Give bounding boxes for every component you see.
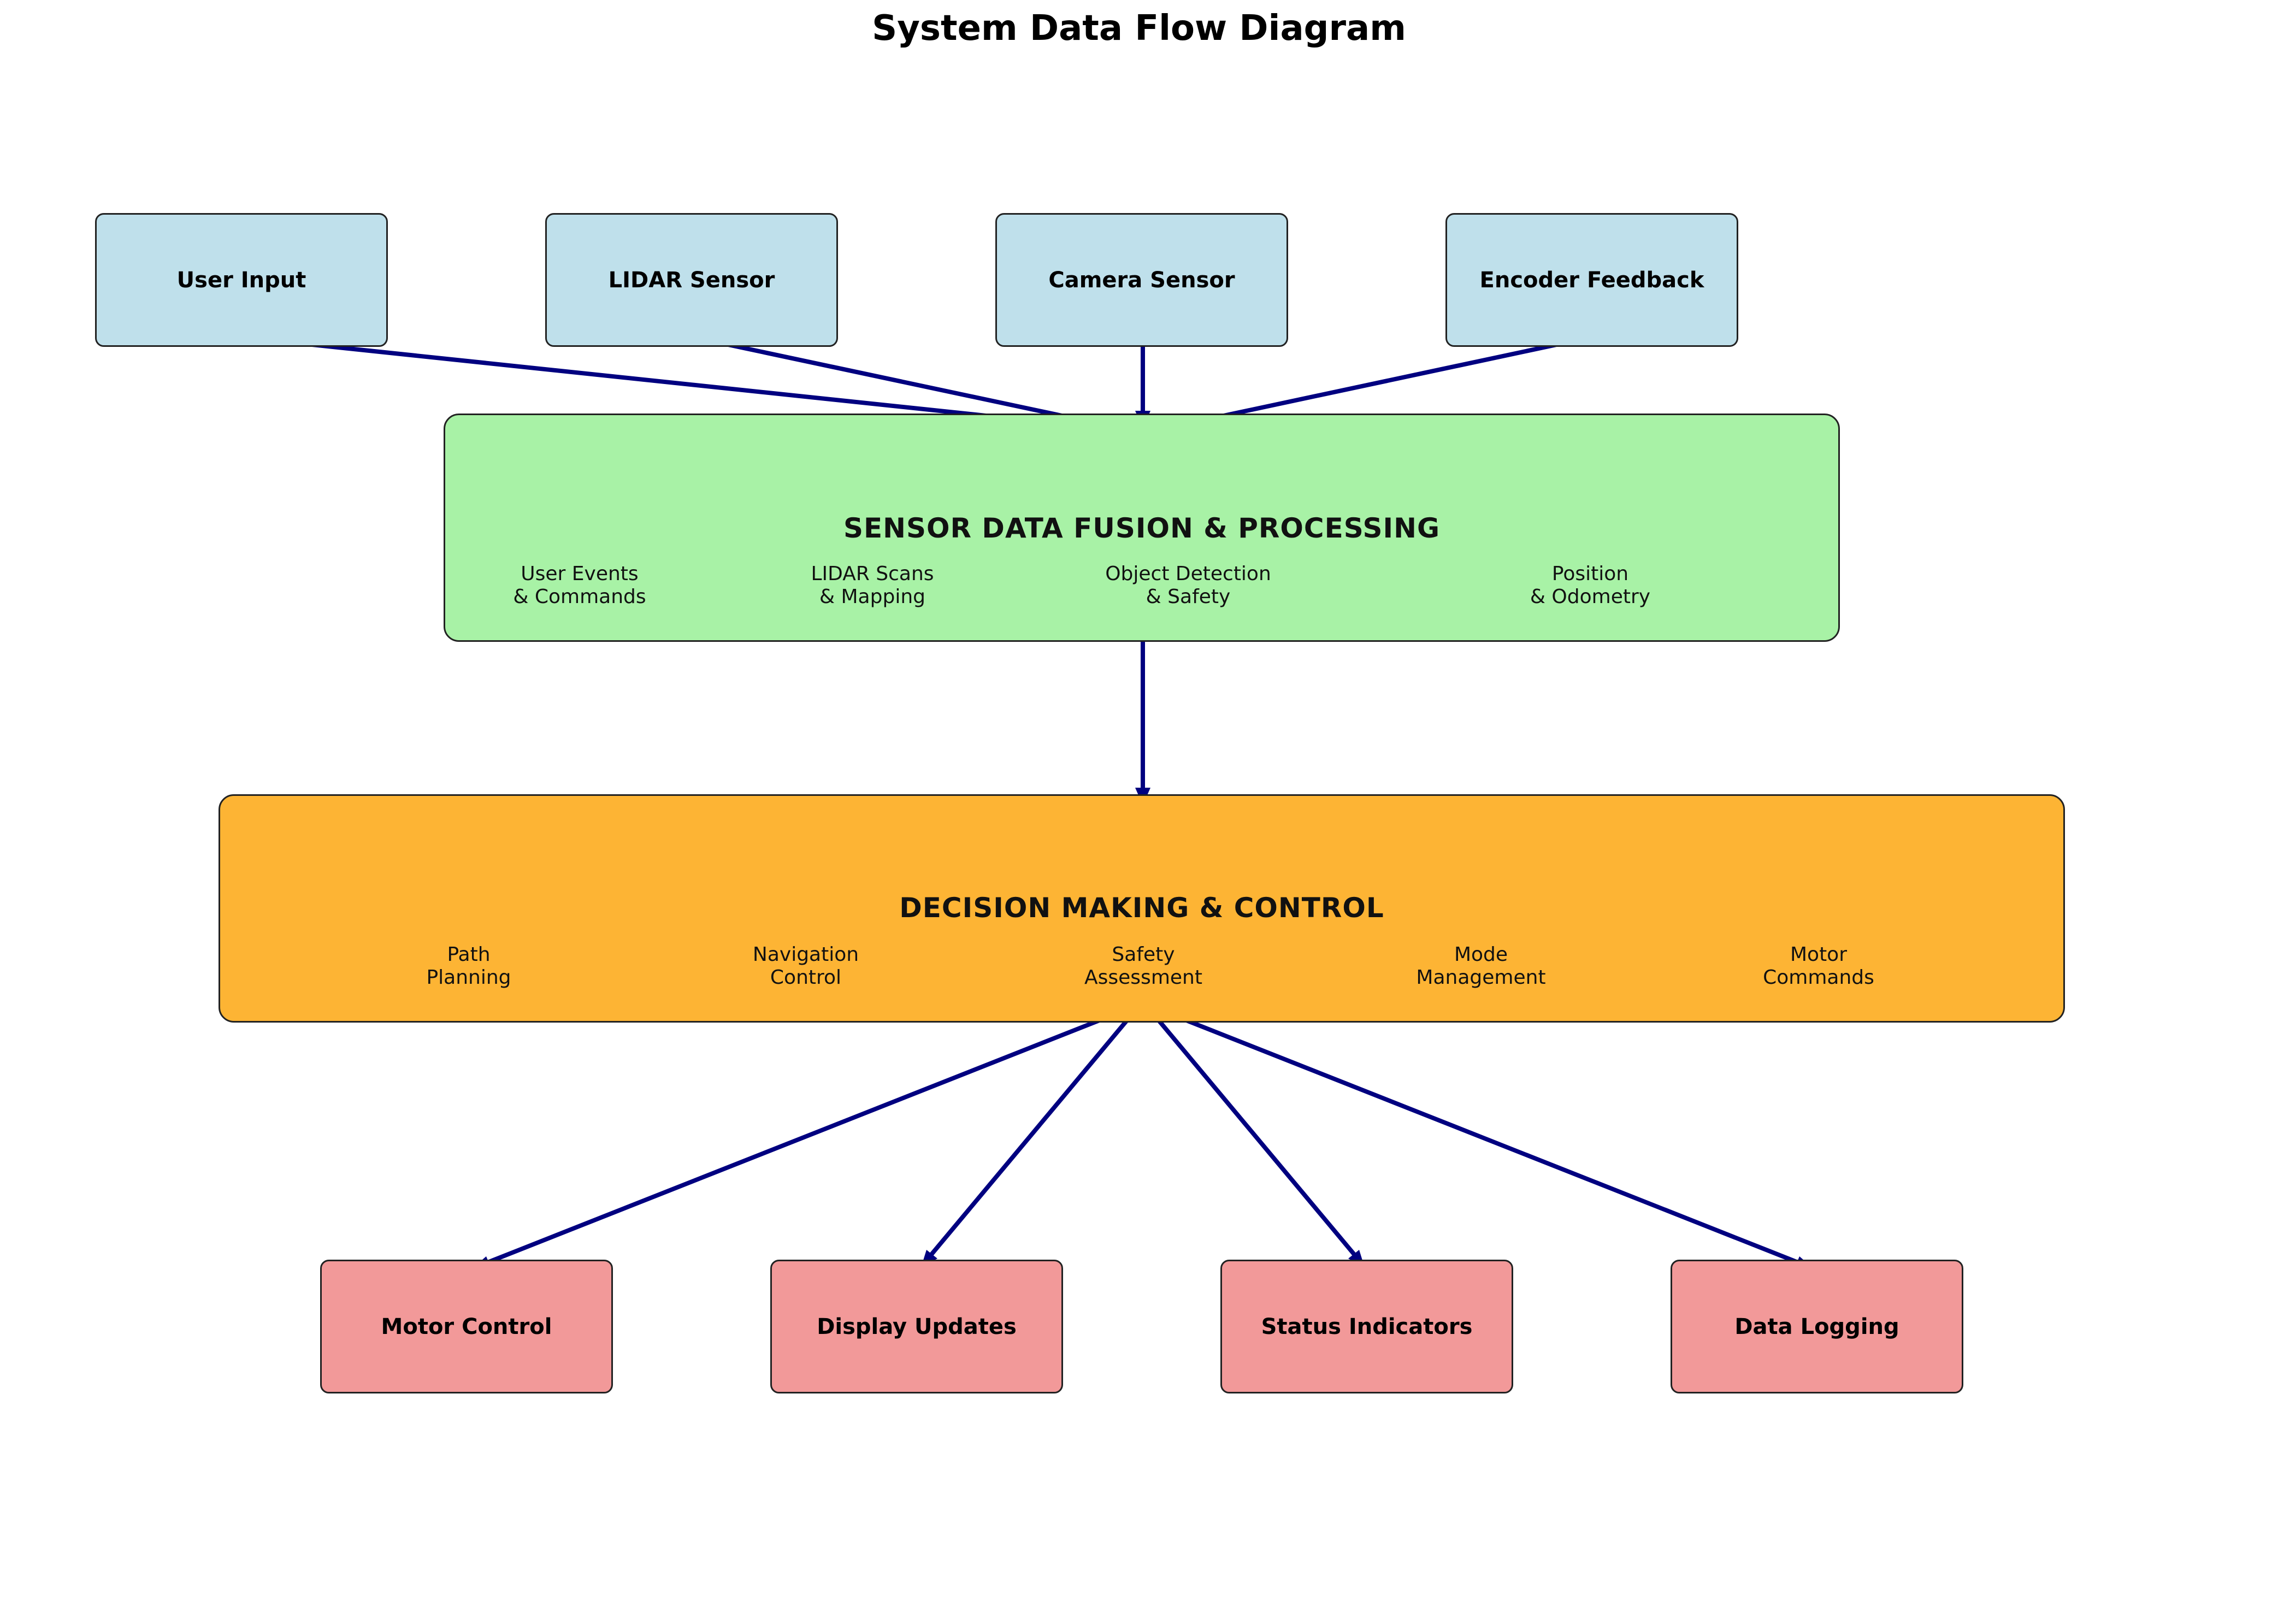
output-label: Data Logging	[1734, 1314, 1899, 1339]
decision-item: Motor Commands	[1763, 943, 1874, 989]
fusion-title: SENSOR DATA FUSION & PROCESSING	[843, 512, 1440, 544]
diagram-title: System Data Flow Diagram	[872, 8, 1406, 49]
fusion-item: Object Detection & Safety	[1105, 563, 1271, 608]
output-box-motor-control: Motor Control	[320, 1260, 613, 1393]
arrow-decision-to-display	[922, 1002, 1143, 1265]
fusion-item: LIDAR Scans & Mapping	[811, 563, 934, 608]
output-box-display-updates: Display Updates	[770, 1260, 1063, 1393]
output-label: Status Indicators	[1261, 1314, 1473, 1339]
fusion-item: User Events & Commands	[513, 563, 646, 608]
fusion-processing-box: SENSOR DATA FUSION & PROCESSING User Eve…	[444, 414, 1840, 642]
input-box-lidar-sensor: LIDAR Sensor	[545, 213, 838, 347]
decision-control-box: DECISION MAKING & CONTROL Path Planning …	[219, 794, 2065, 1023]
input-box-camera-sensor: Camera Sensor	[995, 213, 1288, 347]
decision-item: Safety Assessment	[1084, 943, 1202, 989]
output-box-data-logging: Data Logging	[1671, 1260, 1963, 1393]
input-box-encoder-feedback: Encoder Feedback	[1445, 213, 1738, 347]
decision-item: Path Planning	[426, 943, 511, 989]
arrow-decision-to-logging	[1144, 1002, 1811, 1269]
decision-item: Mode Management	[1416, 943, 1546, 989]
arrow-decision-to-motor	[474, 1002, 1142, 1269]
input-label: LIDAR Sensor	[608, 267, 775, 293]
decision-title: DECISION MAKING & CONTROL	[899, 892, 1384, 924]
decision-item: Navigation Control	[752, 943, 859, 989]
input-label: Encoder Feedback	[1479, 267, 1704, 293]
input-label: User Input	[176, 267, 306, 293]
input-box-user-input: User Input	[95, 213, 388, 347]
output-box-status-indicators: Status Indicators	[1220, 1260, 1513, 1393]
output-label: Display Updates	[817, 1314, 1017, 1339]
input-label: Camera Sensor	[1048, 267, 1235, 293]
output-label: Motor Control	[381, 1314, 552, 1339]
arrow-decision-to-status	[1143, 1002, 1364, 1265]
fusion-item: Position & Odometry	[1530, 563, 1651, 608]
